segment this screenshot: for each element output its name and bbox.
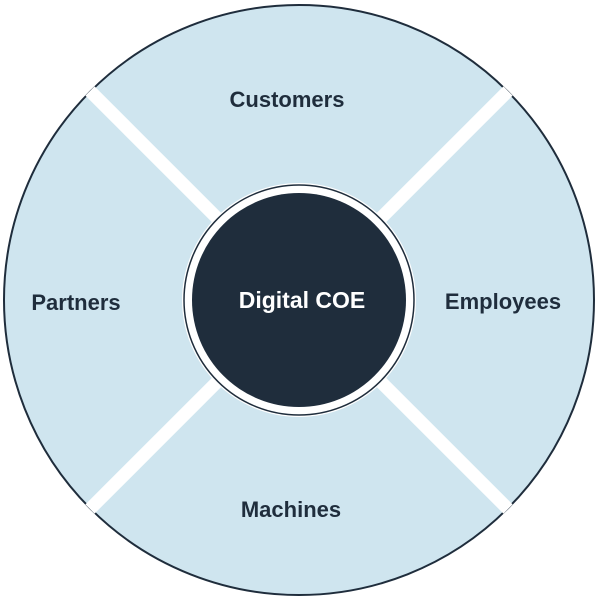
center-outline-ring: [183, 184, 415, 416]
quadrant-label-customers: Customers: [230, 87, 345, 112]
quadrant-label-machines: Machines: [241, 497, 341, 522]
quadrant-label-employees: Employees: [445, 289, 561, 314]
quadrant-label-partners: Partners: [31, 290, 120, 315]
center-label: Digital COE: [239, 287, 366, 313]
center-hub: [192, 193, 406, 407]
